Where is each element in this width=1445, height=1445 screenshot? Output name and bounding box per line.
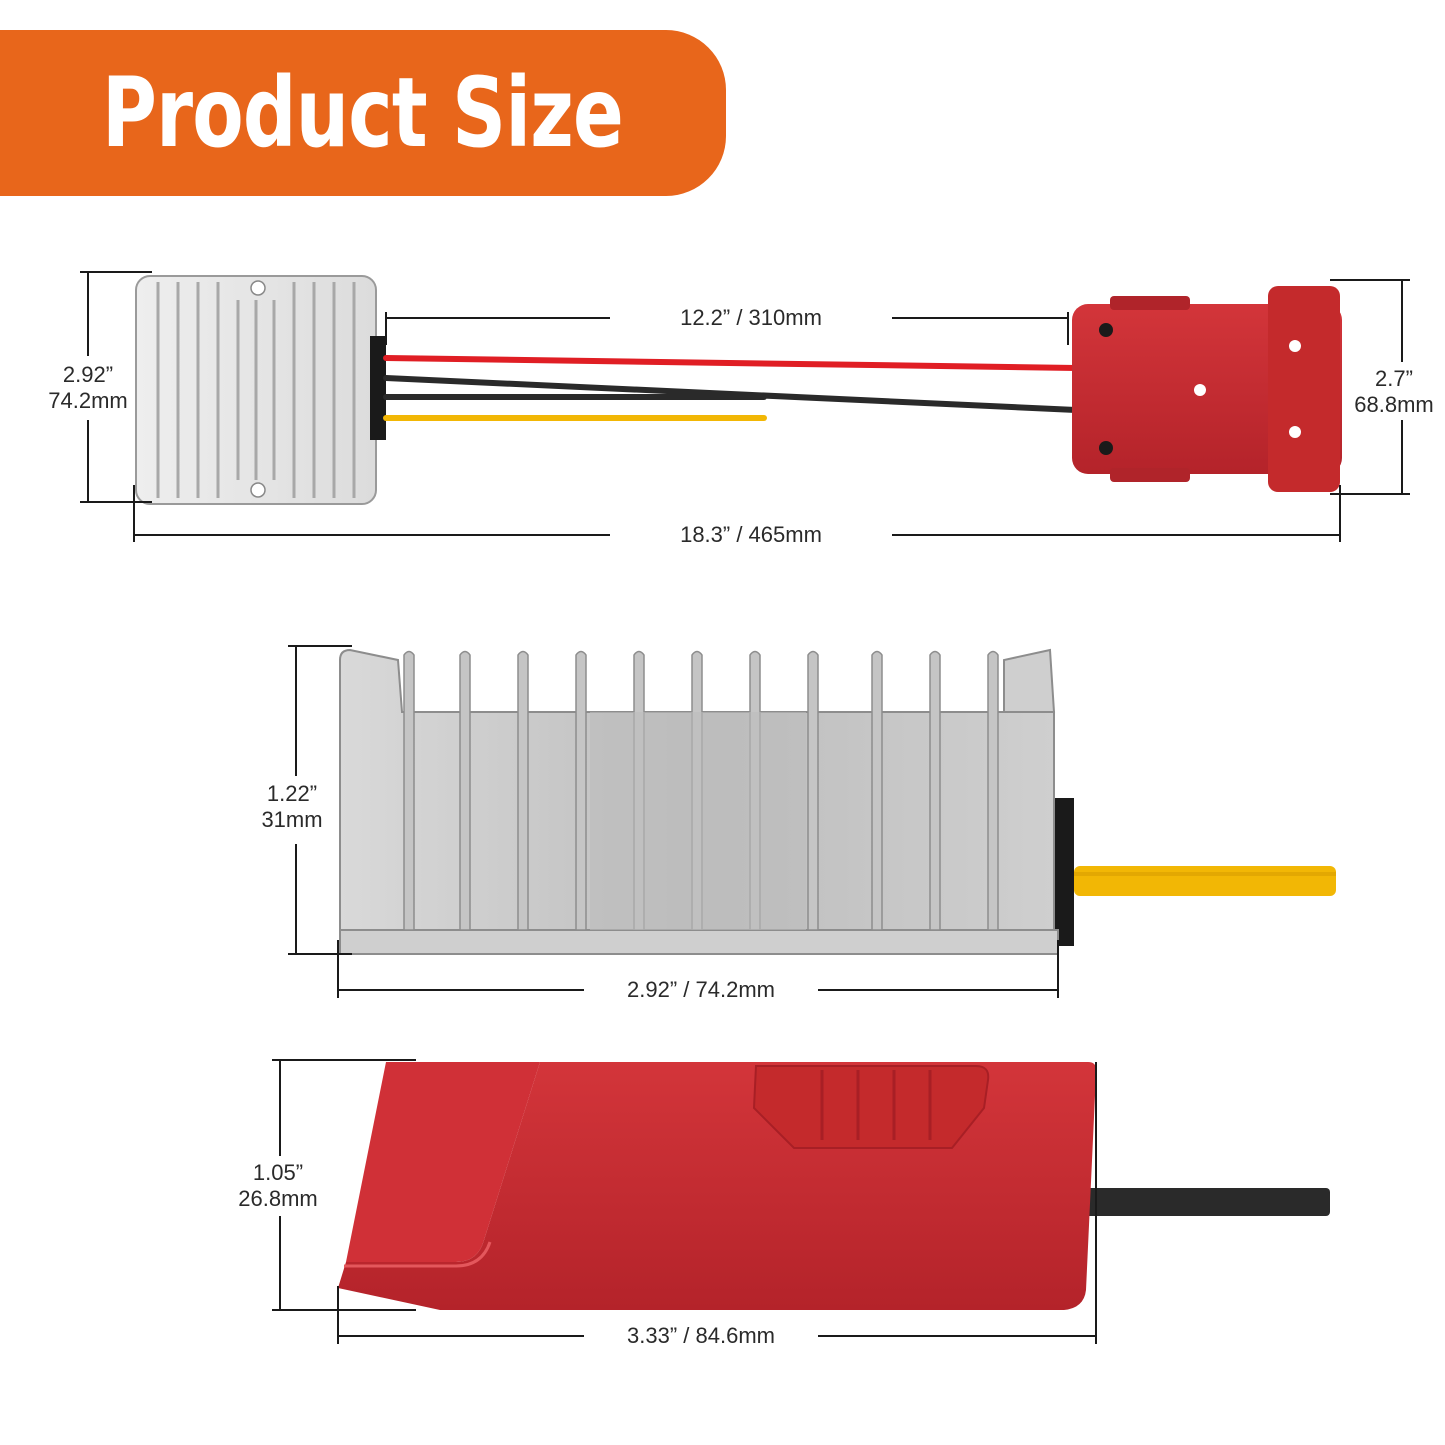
converter-side-width-label: 2.92” / 74.2mm — [627, 977, 775, 1002]
dimension-lines-top — [80, 271, 1410, 542]
converter-height-inch: 2.92” — [62, 362, 114, 387]
adapter-height-inch: 2.7” — [1375, 366, 1413, 391]
converter-side-view — [339, 648, 1336, 955]
converter-side-height-label: 1.22” 31mm — [244, 781, 340, 833]
adapter-side-height-inch: 1.05” — [252, 1160, 304, 1185]
adapter-height-mm: 68.8mm — [1354, 392, 1434, 417]
adapter-side-width-label: 3.33” / 84.6mm — [627, 1323, 775, 1348]
adapter-height-label: 2.7” 68.8mm — [1344, 366, 1444, 418]
converter-side-height-mm: 31mm — [261, 807, 323, 832]
adapter-side-height-label: 1.05” 26.8mm — [226, 1160, 330, 1212]
dimension-lines-adapter — [272, 1059, 1097, 1344]
adapter-side-view — [338, 1062, 1330, 1310]
cable-length-label: 12.2” / 310mm — [680, 305, 822, 330]
title-banner: Product Size — [0, 30, 726, 196]
page-title: Product Size — [102, 57, 624, 169]
wires-top-view — [383, 355, 1079, 421]
converter-height-mm: 74.2mm — [48, 388, 128, 413]
converter-side-height-inch: 1.22” — [266, 781, 318, 806]
battery-adapter-top-view — [1072, 286, 1342, 492]
total-length-label: 18.3” / 465mm — [680, 522, 822, 547]
converter-height-label: 2.92” 74.2mm — [36, 362, 140, 414]
converter-top-view — [135, 275, 386, 505]
adapter-side-height-mm: 26.8mm — [238, 1186, 318, 1211]
dimension-lines-converter — [288, 645, 1059, 998]
